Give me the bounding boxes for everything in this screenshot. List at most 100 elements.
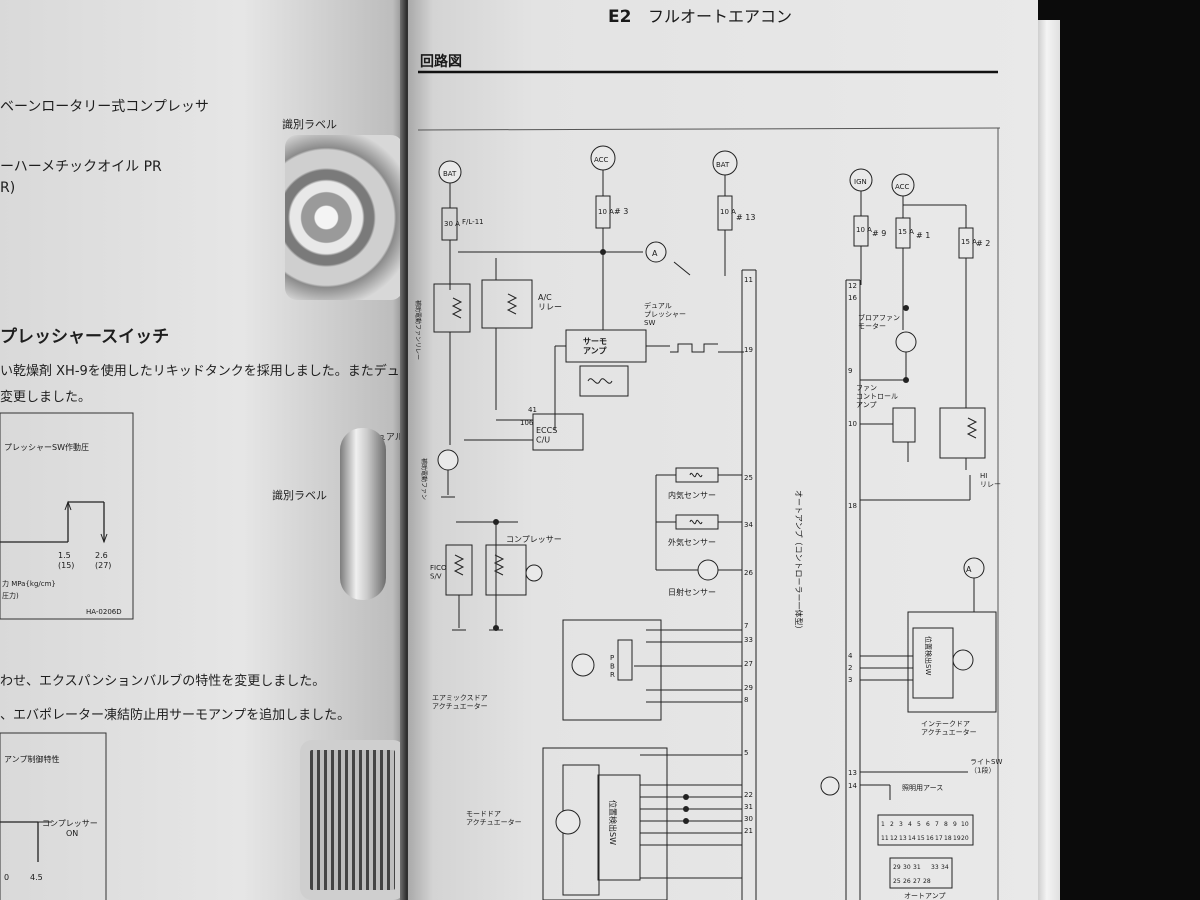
pressure-switch-graph: プレッシャーSW作動圧 1.5 (15) 2.6 (27) 力 MPa{kg/c… bbox=[0, 412, 134, 620]
fuse3-amp: 10 A bbox=[720, 208, 736, 216]
conn-top-7: 7 bbox=[935, 821, 939, 828]
pin-3: 3 bbox=[848, 676, 852, 684]
graph2-label-on: ON bbox=[66, 829, 78, 838]
pin-25: 25 bbox=[744, 474, 753, 482]
fan-relay-label: 補助電動ファンリレー bbox=[414, 300, 422, 360]
conn-top-5: 5 bbox=[917, 821, 921, 828]
acc2-label: ACC bbox=[895, 183, 910, 191]
paragraph-3: わせ、エクスパンションバルブの特性を変更しました。 bbox=[0, 674, 326, 689]
intake-actuator-label: インテークドアアクチュエーター bbox=[921, 720, 977, 736]
fuse3-label: # 13 bbox=[736, 213, 755, 222]
fuse5-amp: 15 A bbox=[898, 228, 914, 236]
graph-unit: 力 MPa{kg/cm} bbox=[2, 579, 56, 588]
pin-18: 18 bbox=[848, 502, 857, 510]
pin-9: 9 bbox=[848, 367, 852, 375]
bat1-label: BAT bbox=[443, 170, 457, 178]
left-page: ベーンロータリー式コンプレッサ ーハーメチックオイル PR R) 識別ラベル プ… bbox=[0, 0, 413, 900]
fuse1-amp: 30 A bbox=[444, 220, 460, 228]
in-sensor-label: 内気センサー bbox=[668, 490, 716, 500]
thermo-amp-label: サーモアンプ bbox=[583, 337, 607, 356]
fuse5-label: # 1 bbox=[916, 231, 930, 240]
graph-title: プレッシャーSW作動圧 bbox=[4, 442, 89, 452]
graph-code: HA-0206D bbox=[86, 608, 122, 616]
pin-14: 14 bbox=[848, 782, 857, 790]
pin-106: 106 bbox=[520, 419, 534, 427]
section-code: E2 bbox=[608, 7, 631, 27]
conn-top-4: 4 bbox=[908, 821, 912, 828]
conn2-top-6: 34 bbox=[941, 864, 949, 871]
page-stack-edge bbox=[1038, 20, 1060, 900]
oil-type-text: ーハーメチックオイル PR bbox=[0, 159, 162, 175]
blower-motor-label: ブロアファンモーター bbox=[858, 313, 900, 330]
fuse4-label: # 9 bbox=[872, 229, 886, 238]
pin-5: 5 bbox=[744, 749, 748, 757]
conn2-bot-1: 25 bbox=[893, 878, 901, 885]
wiring-diagram: E2 フルオートエアコン 回路図 bbox=[414, 7, 1002, 900]
sun-sensor-label: 日射センサー bbox=[668, 587, 716, 597]
pin-2: 2 bbox=[848, 664, 852, 672]
pin-34: 34 bbox=[744, 521, 753, 529]
conn2-bot-4: 28 bbox=[923, 878, 931, 885]
oil-suffix-text: R) bbox=[0, 180, 16, 196]
tank-label-id: 識別ラベル bbox=[272, 489, 327, 502]
position-sw-label: 位置検出SW bbox=[608, 800, 618, 845]
pin-12: 12 bbox=[848, 282, 857, 290]
connector-a2-label: A bbox=[966, 565, 972, 574]
pin-22: 22 bbox=[744, 791, 753, 799]
pin-29: 29 bbox=[744, 684, 753, 692]
pin-8: 8 bbox=[744, 696, 748, 704]
fuse6-amp: 15 A bbox=[961, 238, 977, 246]
pin-21: 21 bbox=[744, 827, 753, 835]
connector-a-label: A bbox=[652, 249, 658, 258]
tank-label-dual: デュアル bbox=[368, 433, 404, 443]
photo-label: 識別ラベル bbox=[282, 118, 337, 131]
graph-tick-1: 1.5 bbox=[58, 551, 71, 560]
fan-control-amp-label: ファンコントロールアンプ bbox=[856, 384, 898, 409]
graph-unit-2: 圧力) bbox=[2, 591, 19, 600]
liquid-tank-photo bbox=[340, 428, 386, 600]
diagram-title: 回路図 bbox=[420, 53, 462, 70]
graph-tick-2b: (27) bbox=[95, 561, 111, 570]
conn-top-8: 8 bbox=[944, 821, 948, 828]
conn-bot-7: 17 bbox=[935, 835, 943, 842]
pin-41: 41 bbox=[528, 406, 537, 414]
conn2-top-3: 31 bbox=[913, 864, 921, 871]
conn-bot-3: 13 bbox=[899, 835, 907, 842]
conn2-top-5: 33 bbox=[931, 864, 939, 871]
illum-ground-label: 照明用アース bbox=[902, 784, 943, 792]
pin-33: 33 bbox=[744, 636, 753, 644]
graph2-title: アンプ制御特性 bbox=[4, 754, 59, 764]
section-heading: プレッシャースイッチ bbox=[0, 327, 170, 347]
paragraph-4: 、エバポレーター凍結防止用サーモアンプを追加しました。 bbox=[0, 708, 351, 723]
graph2-tick-2: 4.5 bbox=[30, 873, 43, 882]
conn-bot-4: 14 bbox=[908, 835, 916, 842]
conn-bot-10: 20 bbox=[961, 835, 969, 842]
out-sensor-label: 外気センサー bbox=[668, 537, 716, 547]
conn2-top-1: 29 bbox=[893, 864, 901, 871]
compressor-label: コンプレッサー bbox=[506, 535, 562, 544]
right-page: E2 フルオートエアコン 回路図 bbox=[408, 0, 1038, 900]
pin-30: 30 bbox=[744, 815, 753, 823]
pin-27: 27 bbox=[744, 660, 753, 668]
evaporator-photo bbox=[300, 740, 405, 900]
section-title: フルオートエアコン bbox=[648, 7, 792, 26]
conn-bot-2: 12 bbox=[890, 835, 898, 842]
conn-top-1: 1 bbox=[881, 821, 885, 828]
airmix-actuator-label: エアミックスドアアクチュエーター bbox=[432, 694, 488, 710]
auto-amp-label: オートアンプ（コントローラー一体型） bbox=[794, 490, 804, 633]
conn-top-2: 2 bbox=[890, 821, 894, 828]
graph2-label: コンプレッサー bbox=[42, 819, 98, 828]
paragraph-1: い乾燥剤 XH-9を使用したリキッドタンクを採用しました。またデュア bbox=[0, 364, 413, 379]
auto-amp-connector-label: オートアンプ bbox=[904, 892, 946, 900]
graph-tick-1b: (15) bbox=[58, 561, 74, 570]
graph2-tick-1: 0 bbox=[4, 873, 9, 882]
compressor-photo bbox=[285, 135, 403, 300]
pin-31: 31 bbox=[744, 803, 753, 811]
graph-tick-2: 2.6 bbox=[95, 551, 108, 560]
